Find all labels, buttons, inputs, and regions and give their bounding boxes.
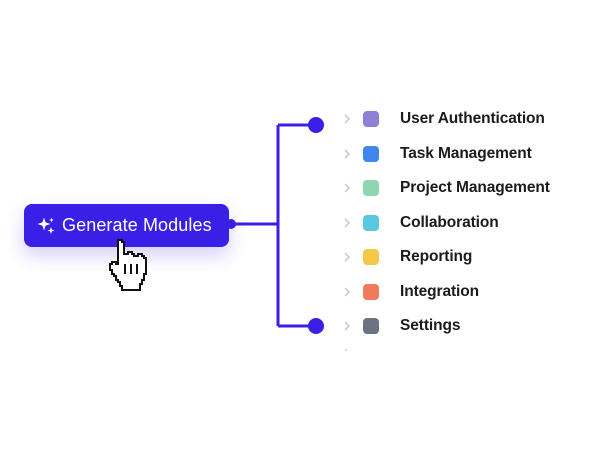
- pointing-hand-cursor-icon: [106, 238, 150, 299]
- module-item-collaboration[interactable]: Collaboration: [340, 206, 580, 240]
- connector-bottom-node: [308, 318, 324, 334]
- generate-modules-button[interactable]: Generate Modules: [24, 204, 229, 247]
- module-color-swatch: [363, 284, 379, 300]
- module-label: Reporting: [400, 248, 473, 265]
- module-item-reporting[interactable]: Reporting: [340, 240, 580, 274]
- chevron-right-icon[interactable]: [342, 112, 352, 126]
- module-color-swatch: [363, 111, 379, 127]
- chevron-right-icon[interactable]: [342, 285, 352, 299]
- module-label: Integration: [400, 283, 479, 300]
- module-color-swatch: [363, 318, 379, 334]
- module-label: Task Management: [400, 145, 532, 162]
- module-color-swatch: [363, 249, 379, 265]
- chevron-right-icon[interactable]: [342, 147, 352, 161]
- module-color-swatch: [363, 146, 379, 162]
- sparkle-icon: [36, 216, 56, 236]
- module-item-integration[interactable]: Integration: [340, 275, 580, 309]
- list-overflow-dot: [345, 349, 347, 351]
- chevron-right-icon[interactable]: [342, 319, 352, 333]
- chevron-right-icon[interactable]: [342, 181, 352, 195]
- module-label: Project Management: [400, 179, 550, 196]
- chevron-right-icon[interactable]: [342, 216, 352, 230]
- module-item-settings[interactable]: Settings: [340, 309, 580, 343]
- module-item-task-management[interactable]: Task Management: [340, 137, 580, 171]
- chevron-right-icon[interactable]: [342, 250, 352, 264]
- module-color-swatch: [363, 180, 379, 196]
- connector-top-node: [308, 117, 324, 133]
- module-label: Collaboration: [400, 214, 499, 231]
- module-item-project-management[interactable]: Project Management: [340, 171, 580, 205]
- module-color-swatch: [363, 215, 379, 231]
- module-item-user-authentication[interactable]: User Authentication: [340, 102, 580, 136]
- module-label: User Authentication: [400, 110, 545, 127]
- module-label: Settings: [400, 317, 461, 334]
- generate-modules-label: Generate Modules: [62, 215, 212, 235]
